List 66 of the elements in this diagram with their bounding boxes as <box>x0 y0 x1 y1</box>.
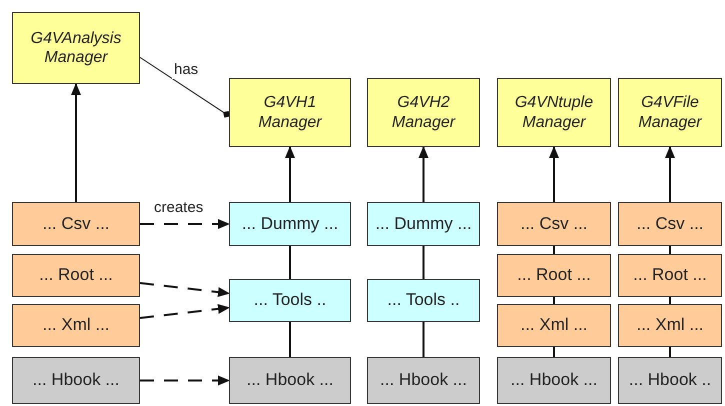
dashed-arrow <box>140 304 230 320</box>
class-box <box>367 357 480 404</box>
class-box <box>618 304 722 347</box>
box-label: ... Hbook .. <box>628 370 712 391</box>
manager-box <box>229 78 351 147</box>
box-label: ... Root ... <box>632 265 708 286</box>
dashed-arrow <box>140 376 230 386</box>
class-box <box>367 279 480 322</box>
box-label: ... Csv ... <box>519 214 589 234</box>
connector-line <box>289 322 291 357</box>
box-label: ... Dummy ... <box>240 214 340 234</box>
box-label: ... Dummy ... <box>374 214 473 234</box>
connector-line <box>422 322 424 357</box>
connector-line <box>669 246 671 254</box>
arrow <box>665 146 675 202</box>
box-label: ... Tools .. <box>252 290 328 311</box>
manager-box <box>367 78 480 147</box>
class-box <box>497 254 611 297</box>
edge-label: has <box>172 62 200 78</box>
class-box <box>229 202 351 246</box>
class-box <box>497 357 611 404</box>
dashed-arrow <box>140 282 230 298</box>
arrow <box>418 146 428 202</box>
arrow <box>71 83 81 202</box>
class-box <box>618 202 722 246</box>
box-label: ... Root ... <box>516 265 592 286</box>
connector-line <box>422 246 424 279</box>
box-label: G4VNtuple Manager <box>514 93 594 132</box>
class-box <box>12 254 140 297</box>
class-box <box>12 202 140 246</box>
connector-line <box>553 347 555 357</box>
box-label: ... Tools .. <box>386 290 461 311</box>
class-box <box>367 202 480 246</box>
connector-line <box>553 246 555 254</box>
arrow <box>549 146 559 202</box>
box-label: ... Xml ... <box>519 315 589 336</box>
box-label: ... Csv ... <box>41 214 111 234</box>
connector-line <box>553 297 555 304</box>
box-label: ... Csv ... <box>635 214 705 234</box>
class-box <box>229 279 351 322</box>
box-label: ... Xml ... <box>41 315 111 336</box>
class-box <box>497 202 611 246</box>
connector-line <box>669 297 671 304</box>
box-label: G4VFile Manager <box>637 93 703 132</box>
box-label: ... Hbook ... <box>32 370 120 391</box>
box-label: G4VH1 Manager <box>257 93 323 132</box>
manager-box <box>618 78 722 147</box>
box-label: ... Hbook ... <box>379 370 468 391</box>
dashed-arrow <box>140 219 230 229</box>
box-label: G4VAnalysis Manager <box>30 28 122 68</box>
connector-line <box>289 246 291 279</box>
box-label: ... Hbook ... <box>510 370 598 391</box>
class-box <box>12 357 140 404</box>
connector-line <box>669 347 671 357</box>
box-label: G4VH2 Manager <box>390 93 456 132</box>
manager-box <box>12 12 140 84</box>
class-box <box>497 304 611 347</box>
box-label: ... Hbook ... <box>246 370 334 391</box>
class-box <box>229 357 351 404</box>
arrow <box>285 146 295 202</box>
class-box <box>12 304 140 347</box>
box-label: ... Xml ... <box>635 315 705 336</box>
class-box <box>618 254 722 297</box>
manager-box <box>497 78 611 147</box>
box-label: ... Root ... <box>38 265 114 286</box>
class-box <box>618 357 722 404</box>
